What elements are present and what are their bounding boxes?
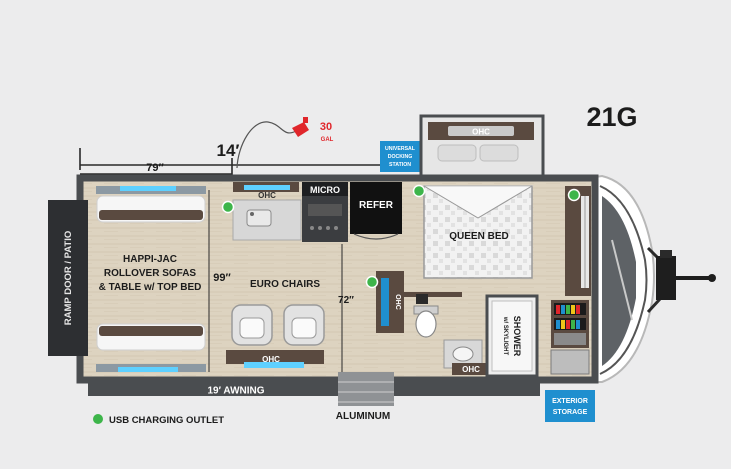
docking-label-3: STATION — [389, 162, 411, 168]
awning-label: 19′ AWNING — [207, 386, 264, 397]
front-shelves — [550, 300, 590, 375]
sofa-label-3: & TABLE w/ TOP BED — [99, 282, 202, 293]
awning-bar — [88, 383, 540, 396]
hitch — [646, 246, 716, 314]
bed-slide: OHC — [419, 114, 545, 186]
fuel-nozzle-icon — [292, 117, 309, 137]
fuel-unit: GAL — [321, 137, 334, 143]
usb-outlet — [567, 188, 581, 202]
shower-label-2: w/ SKYLIGHT — [502, 316, 508, 356]
sofa-label-2: ROLLOVER SOFAS — [104, 268, 197, 279]
front-length-label: 79″ — [146, 162, 164, 174]
docking-station-callout: UNIVERSAL DOCKING STATION — [380, 141, 420, 172]
usb-outlets — [221, 184, 581, 289]
usb-outlet — [365, 275, 379, 289]
kitchen-counter: OHC — [232, 182, 302, 241]
rear-sofas — [96, 186, 206, 372]
storage-label-2: STORAGE — [553, 409, 588, 416]
fuel-amount: 30 — [320, 121, 332, 133]
shower-label-1: SHOWER — [512, 316, 522, 357]
brand-swash — [611, 239, 633, 321]
shower: SHOWER w/ SKYLIGHT — [485, 294, 539, 378]
width-72-label: 72″ — [338, 295, 354, 306]
model-number: 21G — [586, 102, 637, 132]
bath-ohc-label: OHC — [462, 365, 480, 374]
docking-label-2: DOCKING — [388, 154, 413, 160]
toilet — [413, 305, 439, 338]
usb-outlet — [221, 200, 235, 214]
step-label: ALUMINUM — [336, 411, 390, 422]
usb-legend-dot — [93, 414, 103, 424]
sofa-label-1: HAPPI-JAC — [123, 254, 177, 265]
euro-chairs-label: EURO CHAIRS — [250, 279, 320, 290]
front-wardrobe — [565, 186, 591, 296]
front-cap — [587, 174, 655, 383]
euro-chairs — [231, 304, 325, 346]
refrigerator: REFER — [350, 182, 402, 240]
bedroom-wardrobe: OHC — [376, 271, 462, 333]
usb-outlet — [412, 184, 426, 198]
refer-label: REFER — [359, 200, 394, 211]
width-99-label: 99″ — [213, 272, 231, 284]
fuel-hose — [236, 117, 309, 169]
ramp-door-label: RAMP DOOR / PATIO — [63, 231, 74, 325]
microwave-range: MICRO — [302, 182, 348, 242]
usb-legend-label: USB CHARGING OUTLET — [109, 415, 224, 426]
queen-bed — [422, 185, 534, 279]
legend: USB CHARGING OUTLET — [93, 414, 224, 426]
bath-sink: OHC — [443, 339, 490, 375]
storage-label-1: EXTERIOR — [552, 398, 588, 405]
queen-bed-label: QUEEN BED — [449, 231, 508, 242]
bottom-ohc: OHC — [226, 350, 324, 368]
kitchen-ohc-label: OHC — [258, 191, 276, 200]
exterior-storage-callout: EXTERIOR STORAGE — [545, 390, 595, 422]
bottom-ohc-label: OHC — [262, 355, 280, 364]
ramp-door: RAMP DOOR / PATIO — [48, 200, 88, 356]
overall-length-label: 14′ — [217, 141, 240, 160]
entry-steps — [338, 372, 394, 406]
docking-label-1: UNIVERSAL — [385, 146, 416, 152]
wardrobe-ohc-label: OHC — [394, 294, 401, 310]
bed-ohc-label: OHC — [472, 128, 490, 137]
micro-label: MICRO — [310, 185, 340, 195]
